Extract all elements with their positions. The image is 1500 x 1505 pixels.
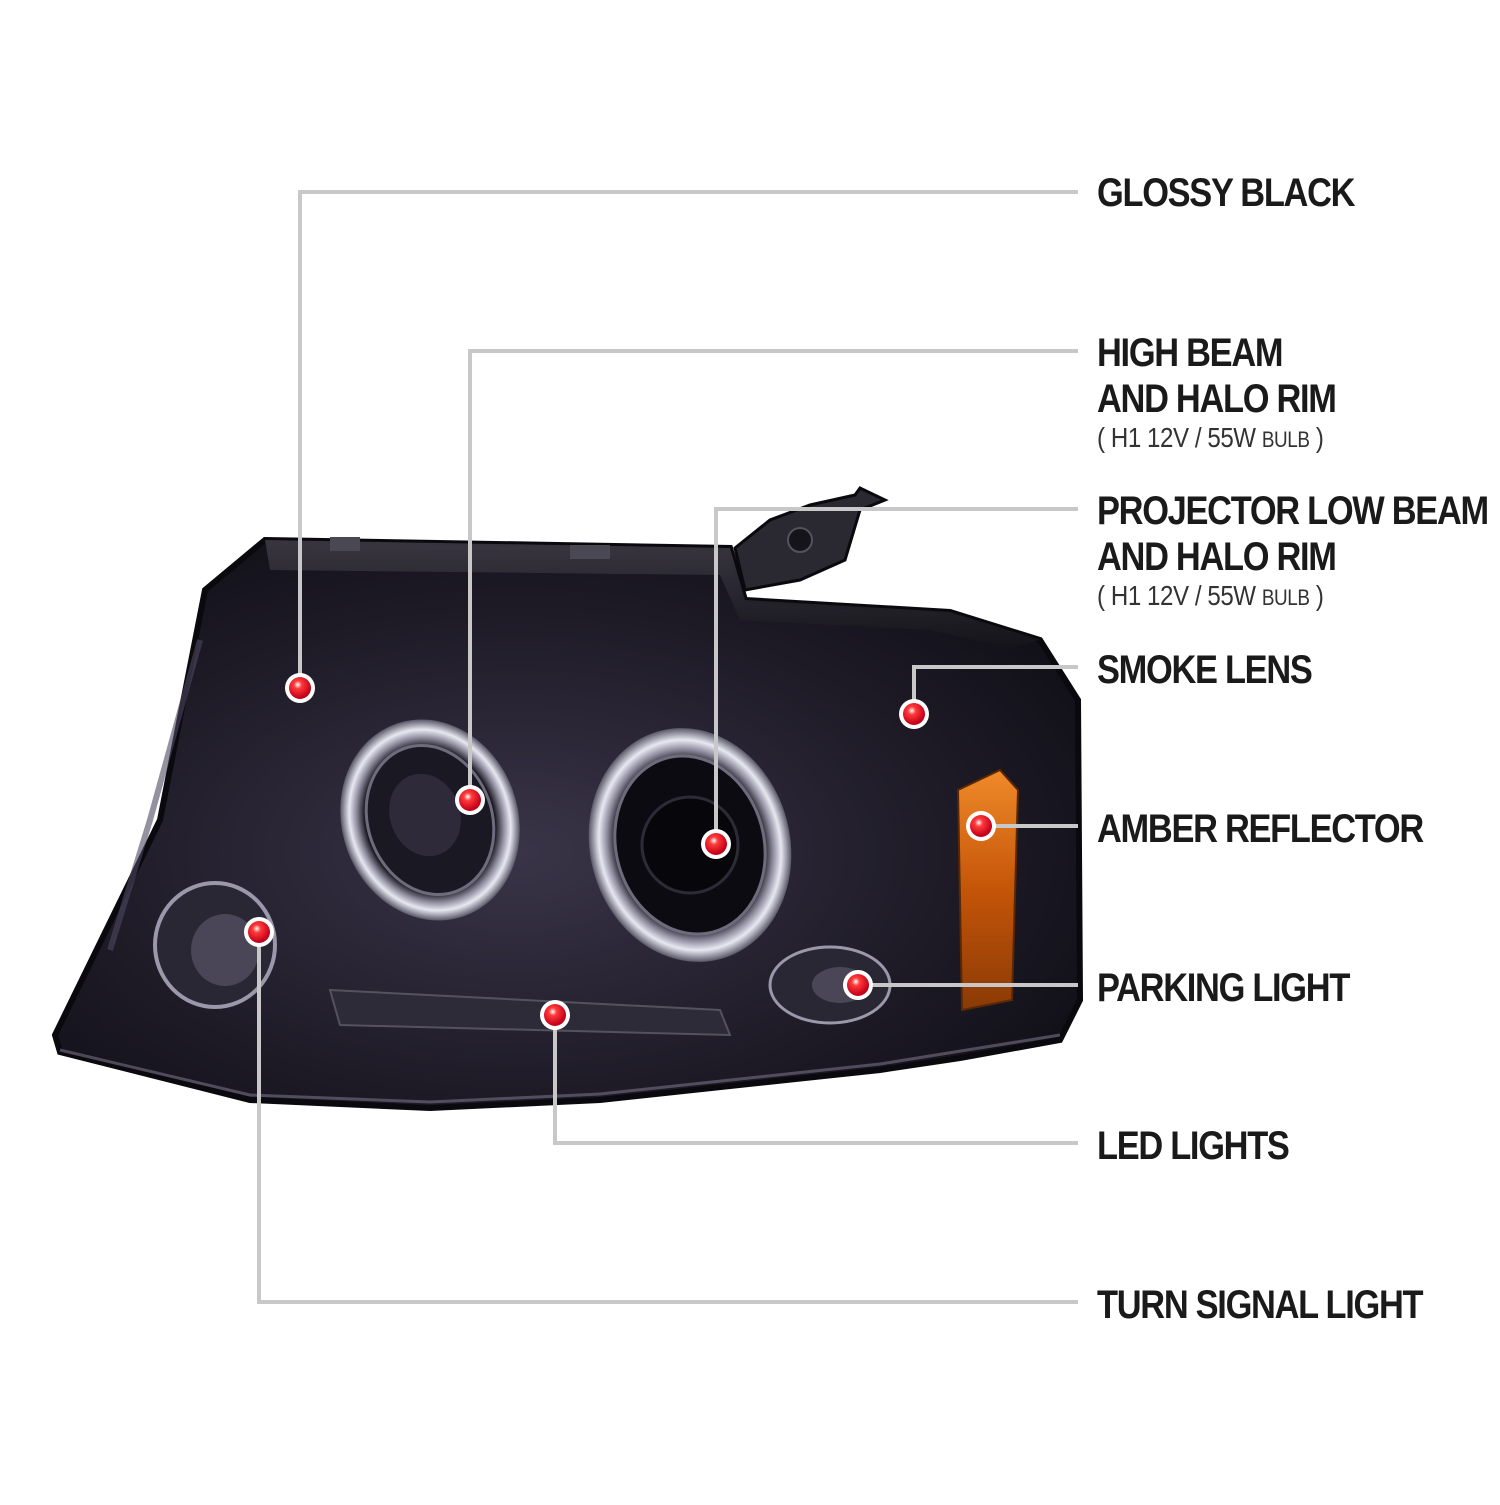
leader-line-led-lights [553,1015,1078,1145]
callout-text: PROJECTOR LOW BEAM [1097,489,1489,533]
marker-dot-led-lights [544,1004,566,1026]
callout-turn-signal-light: TURN SIGNAL LIGHT [1097,1282,1424,1328]
callout-high-beam: HIGH BEAM AND HALO RIM ( H1 12V / 55W BU… [1097,330,1337,456]
callout-text: TURN SIGNAL LIGHT [1097,1283,1424,1327]
callout-text: HIGH BEAM [1097,331,1284,375]
callout-text: AND HALO RIM [1097,377,1337,421]
callout-text: GLOSSY BLACK [1097,171,1355,215]
callout-text: PARKING LIGHT [1097,966,1350,1010]
marker-dot-turn-signal-light [248,921,270,943]
leader-line-smoke-lens [912,665,1078,714]
callout-text: AMBER REFLECTOR [1097,807,1424,851]
callout-smoke-lens: SMOKE LENS [1097,647,1313,693]
callout-parking-light: PARKING LIGHT [1097,965,1350,1011]
led-strip [328,988,732,1037]
leader-line-turn-signal-light [257,932,1078,1304]
marker-dot-parking-light [847,974,869,996]
low-beam-projector [588,728,792,962]
leader-line-projector-low-beam [714,507,1078,844]
marker-dot-amber-reflector [970,815,992,837]
amber-reflector-element [956,768,1020,1012]
callout-glossy-black: GLOSSY BLACK [1097,170,1355,216]
callout-projector-low-beam: PROJECTOR LOW BEAM AND HALO RIM ( H1 12V… [1097,488,1489,614]
callout-amber-reflector: AMBER REFLECTOR [1097,806,1424,852]
callout-text: SMOKE LENS [1097,648,1313,692]
marker-dot-glossy-black [289,677,311,699]
marker-dot-high-beam [459,789,481,811]
marker-dot-projector-low-beam [705,833,727,855]
marker-dot-smoke-lens [903,703,925,725]
turn-signal-element [153,881,277,1009]
callout-led-lights: LED LIGHTS [1097,1123,1290,1169]
high-beam-projector [340,719,520,921]
callout-spec: ( H1 12V / 55W BULB ) [1097,422,1324,453]
leader-line-high-beam [468,349,1078,800]
leader-line-glossy-black [298,190,1078,688]
callout-text: AND HALO RIM [1097,535,1337,579]
leader-lines [244,190,1078,1304]
callout-spec: ( H1 12V / 55W BULB ) [1097,580,1324,611]
callout-text: LED LIGHTS [1097,1124,1290,1168]
